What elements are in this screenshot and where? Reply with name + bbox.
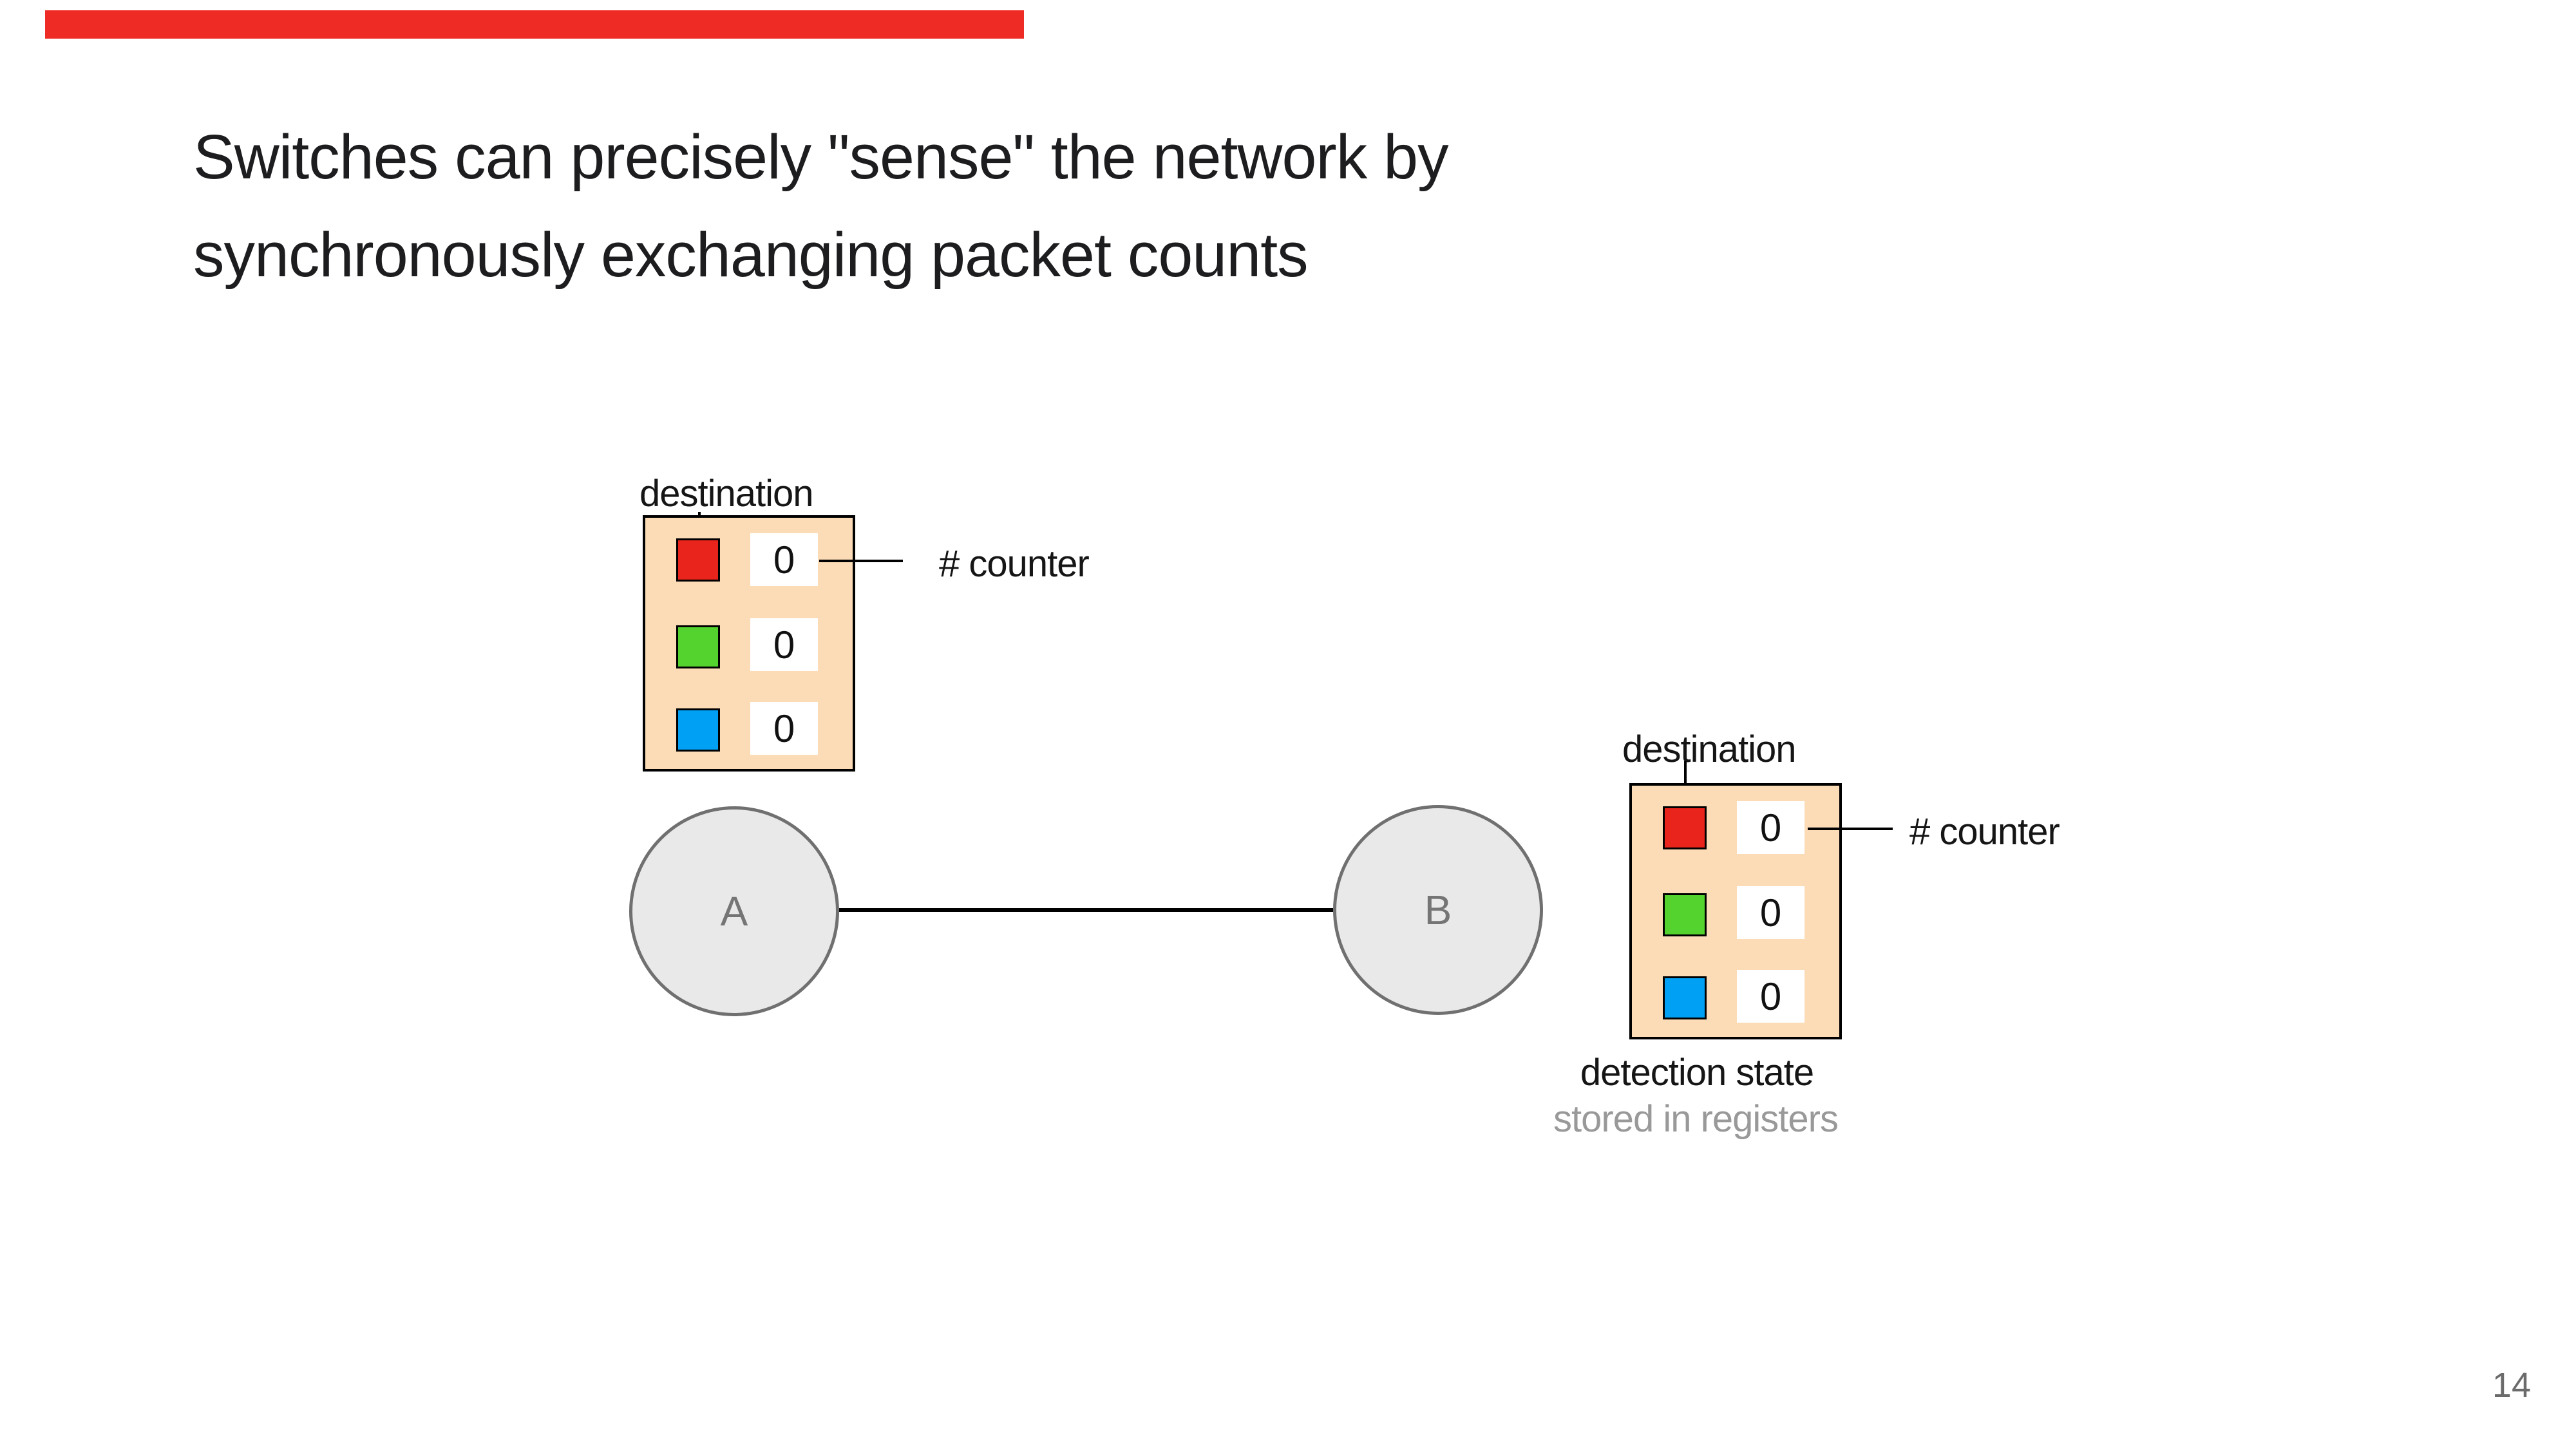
counter-value-box: 0 [1737, 886, 1804, 939]
link-line [839, 908, 1333, 912]
counter-pointer-line-b [1808, 828, 1893, 830]
switch-b-counter-table: 0 0 0 [1629, 783, 1842, 1039]
counter-label-a: # counter [939, 543, 1090, 585]
counter-value-box: 0 [1737, 801, 1804, 854]
node-b: B [1333, 805, 1543, 1015]
destination-color-swatch-blue [676, 708, 720, 752]
stored-in-registers-note: stored in registers [1553, 1098, 1839, 1140]
title-line-1: Switches can precisely "sense" the netwo… [193, 122, 1449, 192]
slide-progress-bar [45, 10, 1024, 39]
node-b-label: B [1424, 887, 1452, 933]
detection-state-caption: detection state [1580, 1052, 1814, 1094]
node-a-label: A [720, 888, 748, 934]
switch-a-counter-table: 0 0 0 [643, 515, 855, 772]
destination-color-swatch-red [1663, 806, 1707, 849]
counter-value-box: 0 [750, 618, 818, 671]
title-line-2: synchronously exchanging packet counts [193, 220, 1309, 290]
page-number: 14 [2492, 1366, 2531, 1405]
counter-pointer-line-a [819, 560, 903, 562]
slide-title: Switches can precisely "sense" the netwo… [193, 108, 2383, 304]
node-a: A [629, 806, 839, 1016]
destination-color-swatch-green [1663, 893, 1707, 936]
counter-label-b: # counter [1909, 811, 2060, 853]
destination-label-a: destination [639, 473, 814, 515]
destination-color-swatch-blue [1663, 976, 1707, 1019]
destination-label-b: destination [1622, 728, 1797, 770]
counter-value-box: 0 [750, 702, 818, 755]
counter-value-box: 0 [1737, 970, 1804, 1023]
destination-color-swatch-green [676, 625, 720, 668]
counter-value-box: 0 [750, 533, 818, 586]
destination-color-swatch-red [676, 538, 720, 582]
